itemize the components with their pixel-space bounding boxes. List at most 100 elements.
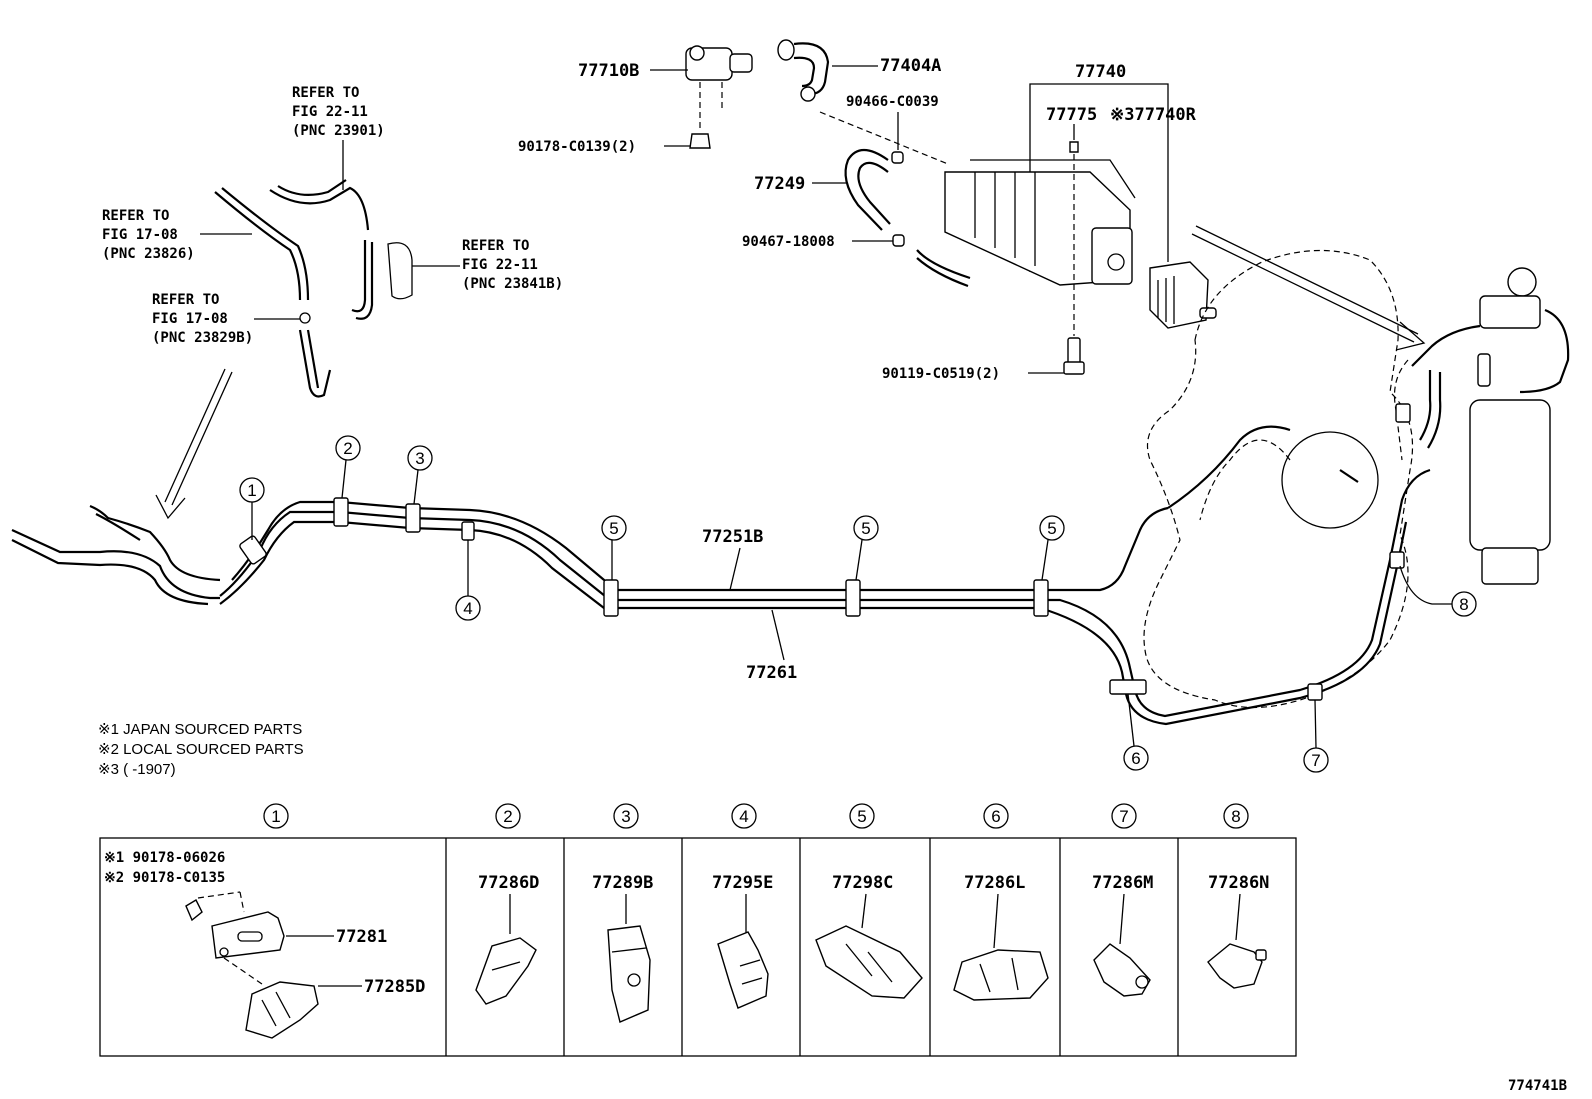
clamp-3	[405, 503, 421, 533]
clamp-8	[1389, 551, 1405, 569]
refer-line2: FIG 17-08	[102, 227, 178, 243]
label-77286l: 77286L	[964, 873, 1025, 893]
callout-7: 7	[1303, 699, 1329, 773]
table-header-2: 2	[503, 807, 512, 826]
callout-8: 8	[1399, 565, 1477, 617]
refer-line1: REFER TO	[462, 238, 529, 254]
label-77261: 77261	[746, 663, 797, 683]
label-77775: 77775	[1046, 105, 1097, 125]
table-cell-7: 77286M	[1092, 873, 1153, 997]
filler-hoses-sketch	[214, 179, 413, 398]
callout-number: 5	[1047, 519, 1056, 538]
callout-number: 1	[247, 481, 256, 500]
figure-id: 774741B	[1508, 1078, 1567, 1094]
label-90178-c0139: 90178-C0139(2)	[518, 139, 636, 155]
clamp-parts-table: 1 2 3 4 5 6 7 8 ※1 90178-06026 ※2 9	[99, 803, 1297, 1057]
callout-5a: 5	[601, 515, 627, 580]
label-77298c: 77298C	[832, 873, 893, 893]
refer-line2: FIG 22-11	[462, 257, 538, 273]
clamp-1	[239, 535, 267, 565]
label-77404a: 77404A	[880, 56, 941, 76]
callout-number: 5	[861, 519, 870, 538]
table-header-8: 8	[1231, 807, 1240, 826]
callouts: 1 2 3 4 5 5 5	[239, 435, 1477, 773]
callout-number: 8	[1459, 595, 1468, 614]
label-77251b: 77251B	[702, 527, 763, 547]
callout-number: 2	[343, 439, 352, 458]
refer-note-pnc-23826: REFER TO FIG 17-08 (PNC 23826)	[102, 208, 252, 262]
footnote-date: ※3 ( -1907)	[98, 761, 176, 778]
table-headers: 1 2 3 4 5 6 7 8	[263, 803, 1249, 829]
line-labels: 77251B 77261	[702, 527, 797, 683]
table-cell-2: 77286D	[475, 873, 539, 1005]
callout-number: 5	[609, 519, 618, 538]
refer-line2: FIG 22-11	[292, 104, 368, 120]
refer-line3: (PNC 23841B)	[462, 276, 563, 292]
clamp-5a	[603, 579, 619, 617]
callout-3: 3	[407, 445, 433, 505]
part-90466-clip: 90466-C0039	[846, 94, 939, 164]
clamp-6	[1109, 679, 1147, 695]
table-cell-4: 77295E	[712, 873, 773, 1009]
direction-arrow-right	[1191, 225, 1426, 351]
cell1-note-japan: ※1 90178-06026	[104, 850, 225, 866]
table-header-6: 6	[991, 807, 1000, 826]
callout-6: 6	[1123, 693, 1149, 771]
label-77281: 77281	[336, 927, 387, 947]
label-77286d: 77286D	[478, 873, 539, 893]
label-77286m: 77286M	[1092, 873, 1153, 893]
refer-line3: (PNC 23901)	[292, 123, 385, 139]
callout-2: 2	[335, 435, 361, 499]
main-fuel-lines	[11, 425, 1431, 726]
part-77404a-hose: 77404A	[777, 39, 949, 165]
refer-note-pnc-23841b: REFER TO FIG 22-11 (PNC 23841B)	[412, 238, 563, 292]
refer-note-pnc-23901: REFER TO FIG 22-11 (PNC 23901)	[292, 85, 385, 190]
direction-arrow-left	[155, 368, 233, 520]
clamp-4	[461, 521, 475, 541]
part-77710b-valve: 77710B 90178-C0139(2)	[518, 45, 753, 155]
label-90467-18008: 90467-18008	[742, 234, 835, 250]
label-90466-c0039: 90466-C0039	[846, 94, 939, 110]
table-header-7: 7	[1119, 807, 1128, 826]
callout-1: 1	[239, 477, 265, 540]
label-90119-c0519: 90119-C0519(2)	[882, 366, 1000, 382]
callout-number: 7	[1311, 751, 1320, 770]
footnote-local: ※2 LOCAL SOURCED PARTS	[98, 741, 304, 758]
part-77249-hose: 77249 90467-18008	[742, 148, 971, 288]
refer-line2: FIG 17-08	[152, 311, 228, 327]
label-77285d: 77285D	[364, 977, 425, 997]
table-cell-6: 77286L	[953, 873, 1049, 1001]
callout-4: 4	[455, 540, 481, 621]
cell1-note-local: ※2 90178-C0135	[104, 870, 225, 886]
label-77286n: 77286N	[1208, 873, 1269, 893]
table-header-4: 4	[739, 807, 748, 826]
clamp-2	[333, 497, 349, 527]
label-77289b: 77289B	[592, 873, 653, 893]
clamp-7	[1307, 683, 1323, 701]
refer-line3: (PNC 23829B)	[152, 330, 253, 346]
label-77740: 77740	[1075, 62, 1126, 82]
callout-number: 3	[415, 449, 424, 468]
footnote-japan: ※1 JAPAN SOURCED PARTS	[98, 721, 302, 738]
callout-number: 4	[463, 599, 472, 618]
table-cell-5: 77298C	[815, 873, 923, 999]
clamp-5b	[845, 579, 861, 617]
label-77740r: ※377740R	[1110, 105, 1197, 125]
right-canister-assembly	[1393, 267, 1570, 585]
label-77710b: 77710B	[578, 61, 639, 81]
footnotes: ※1 JAPAN SOURCED PARTS ※2 LOCAL SOURCED …	[98, 721, 304, 778]
fuel-tank-outline	[1143, 249, 1413, 709]
label-77295e: 77295E	[712, 873, 773, 893]
callout-5c: 5	[1039, 515, 1065, 581]
part-77740-canister: 77740 77775 ※377740R 90119-C0519(2)	[882, 62, 1217, 382]
refer-note-pnc-23829b: REFER TO FIG 17-08 (PNC 23829B)	[152, 292, 300, 346]
refer-line1: REFER TO	[152, 292, 219, 308]
refer-line1: REFER TO	[102, 208, 169, 224]
table-cell-3: 77289B	[592, 873, 653, 1023]
refer-line3: (PNC 23826)	[102, 246, 195, 262]
table-header-5: 5	[857, 807, 866, 826]
label-77249: 77249	[754, 174, 805, 194]
refer-line1: REFER TO	[292, 85, 359, 101]
callout-number: 6	[1131, 749, 1140, 768]
